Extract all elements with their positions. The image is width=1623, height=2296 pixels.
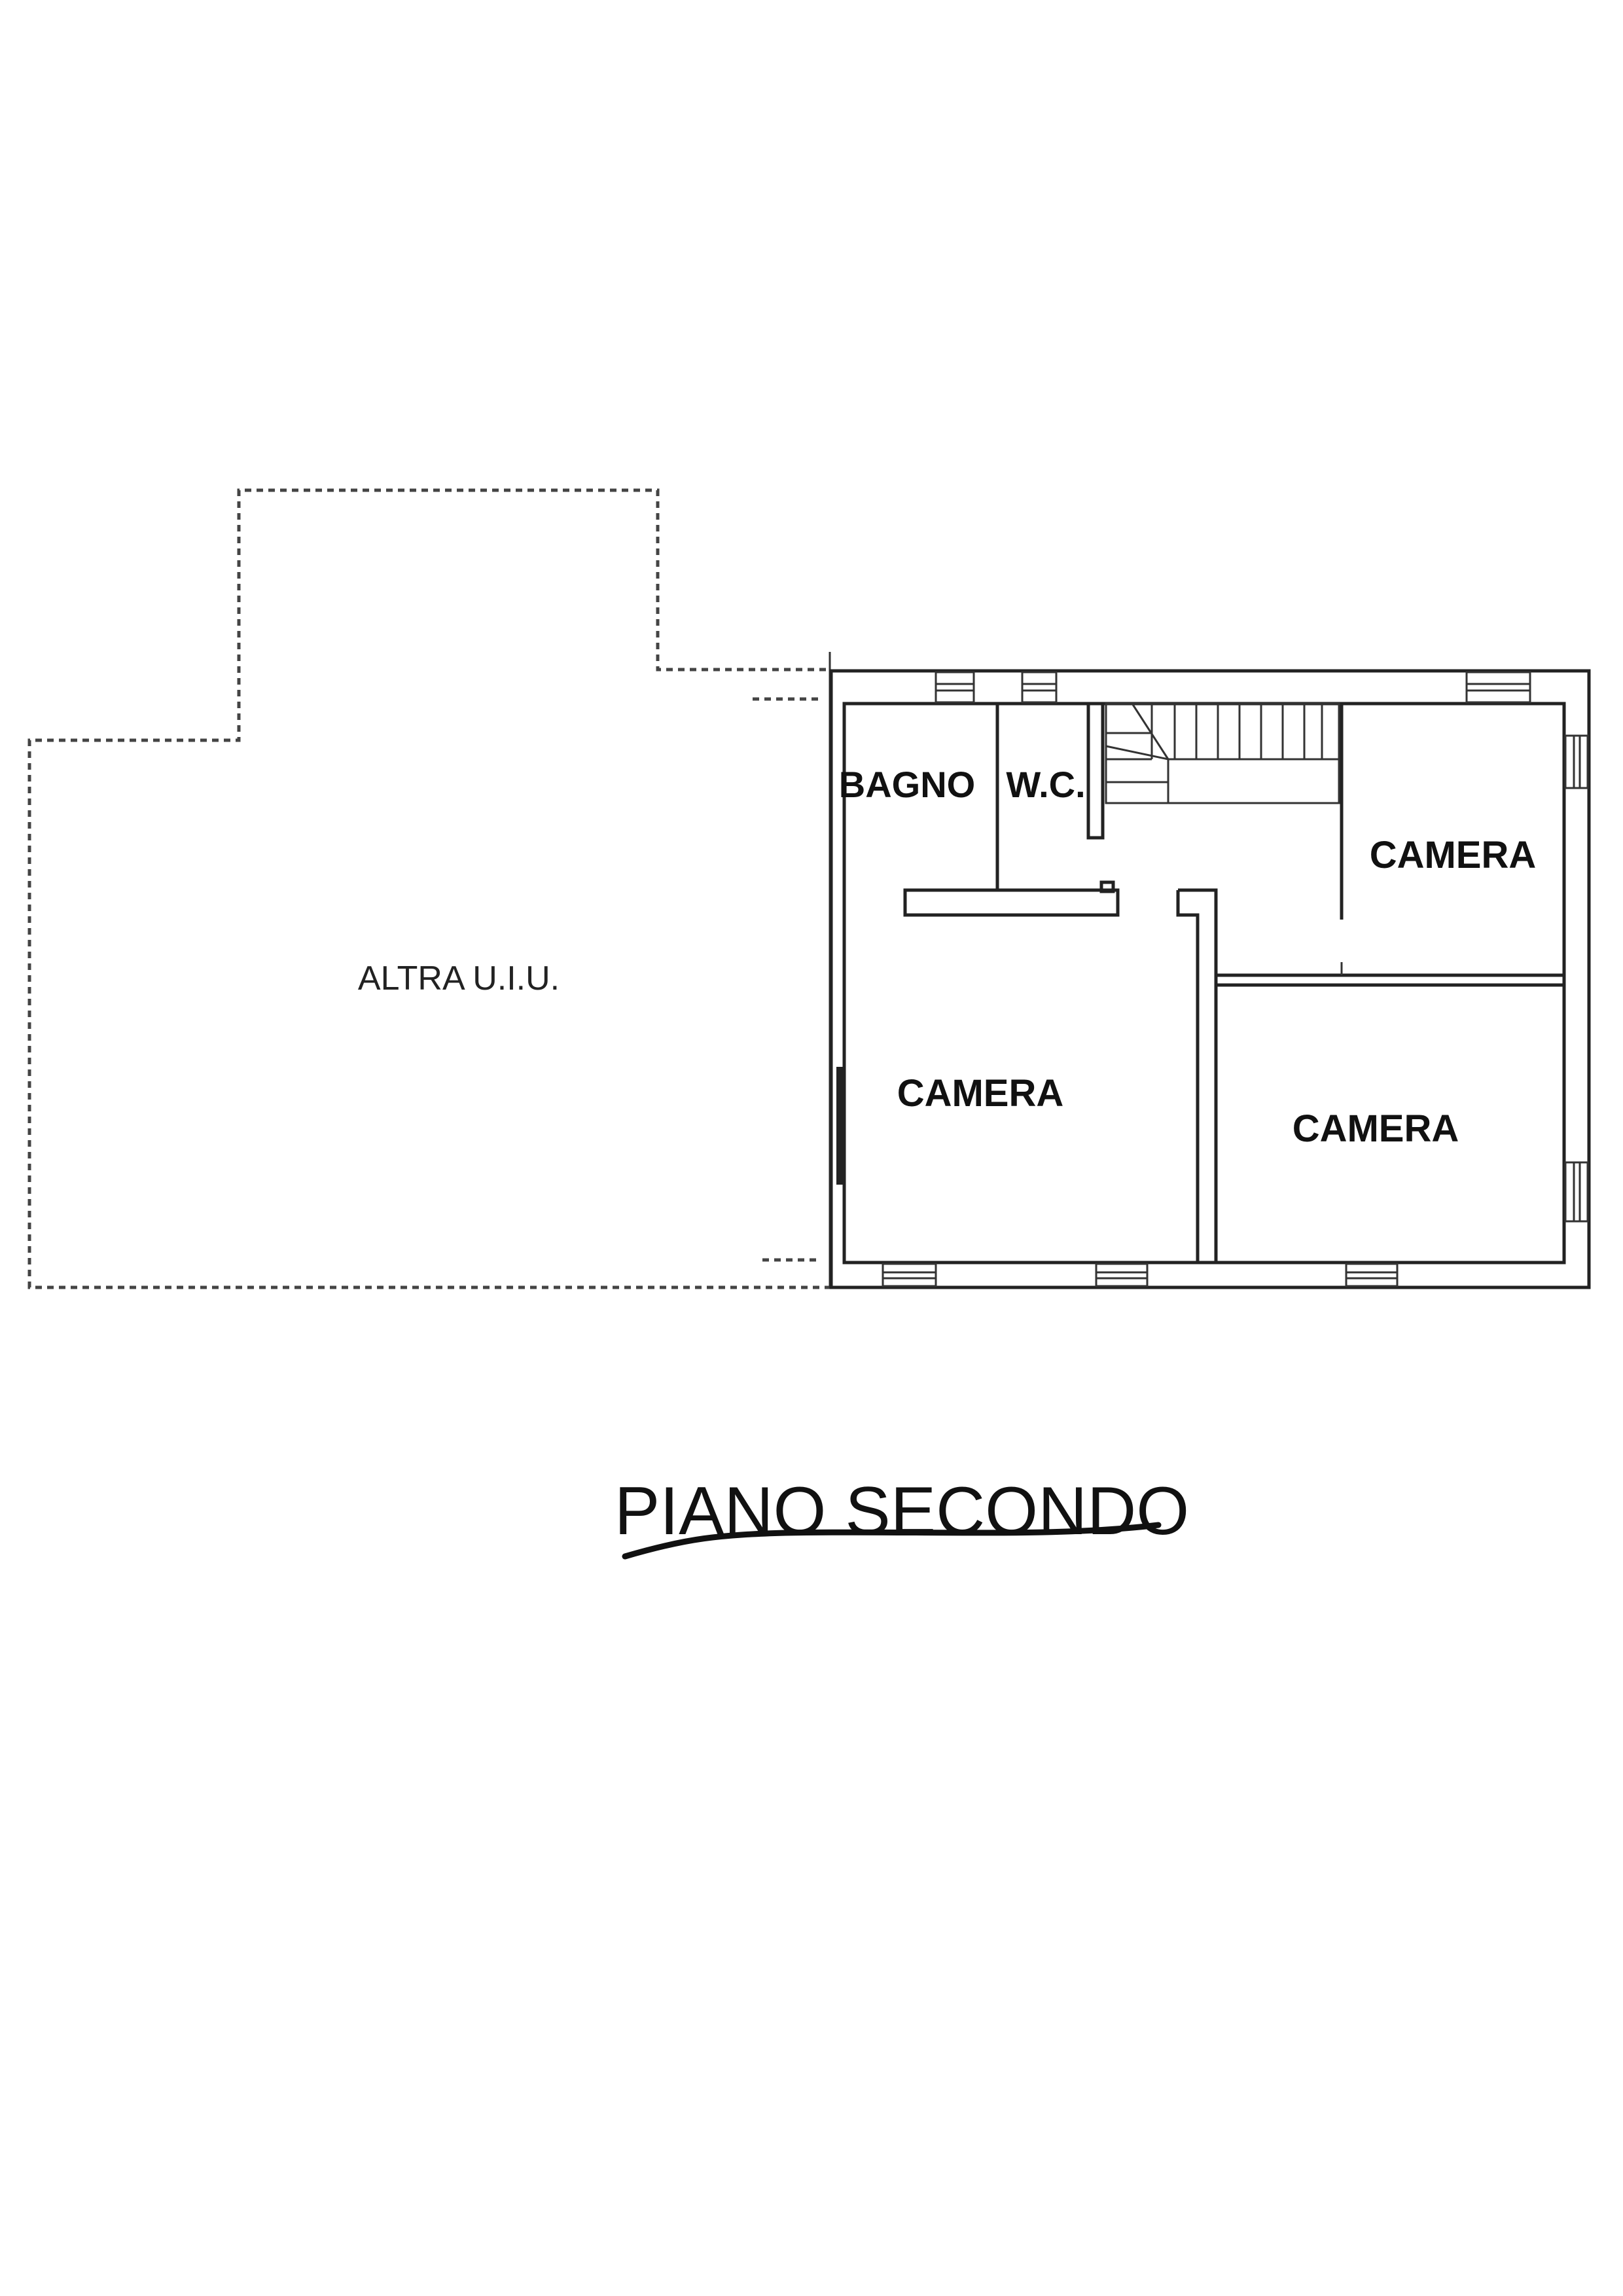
room-label-camera-top-right: CAMERA [1370, 834, 1537, 876]
staircase [1105, 702, 1340, 804]
windows [836, 671, 1589, 1287]
partitions [903, 702, 1564, 1263]
room-label-wc: W.C. [1006, 764, 1085, 805]
title-underline [622, 1522, 1162, 1560]
outer-wall [829, 669, 1591, 1289]
door-mark [836, 1067, 844, 1185]
other-unit-label: ALTRA U.I.U. [358, 960, 560, 997]
other-unit-outline [27, 488, 831, 1289]
room-label-camera-left: CAMERA [897, 1072, 1064, 1115]
other-unit-inner-edge [753, 697, 821, 1262]
room-label-camera-bottom-right: CAMERA [1293, 1107, 1459, 1150]
room-label-bagno: BAGNO [839, 764, 975, 805]
